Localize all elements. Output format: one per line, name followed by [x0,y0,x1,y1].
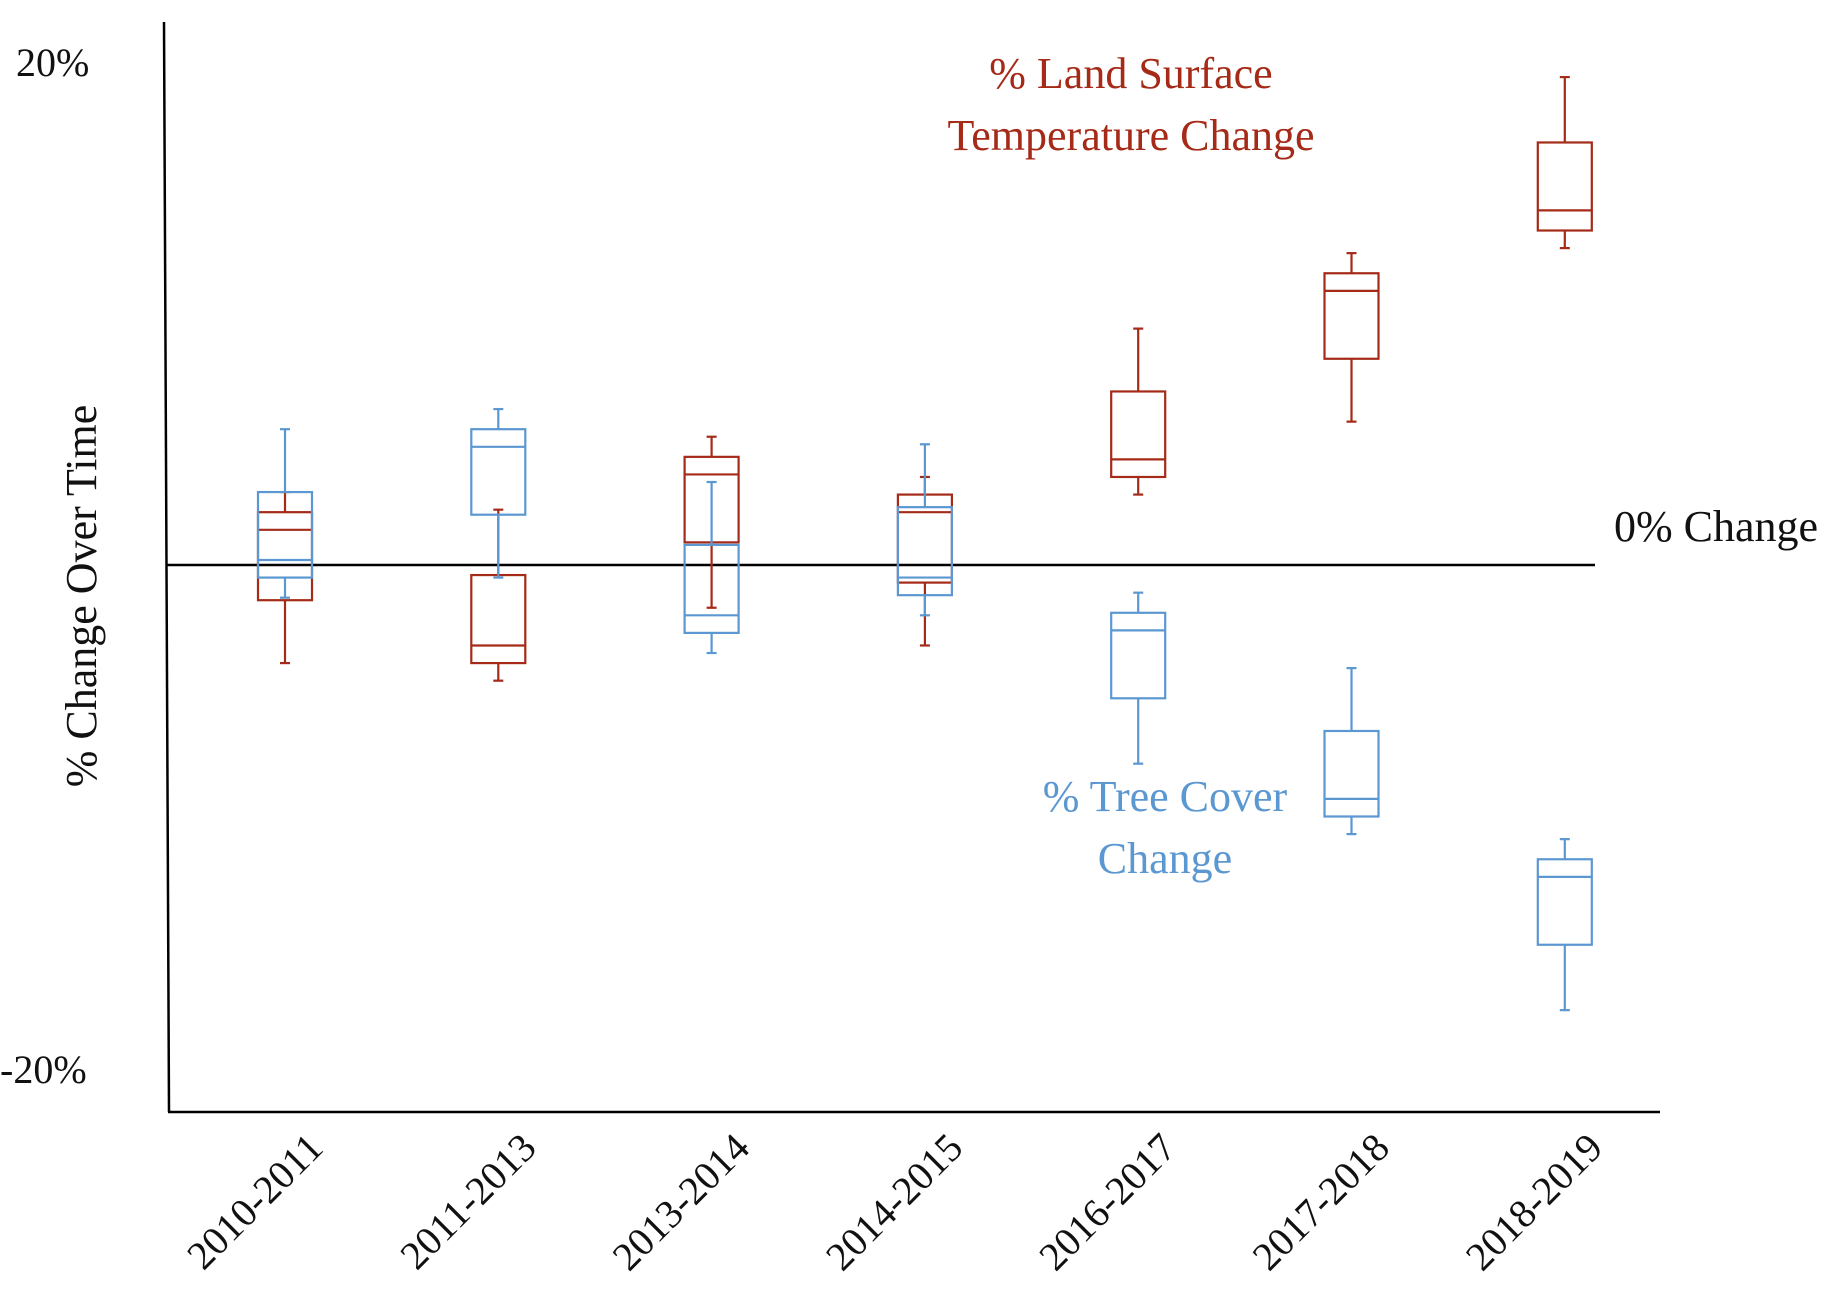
lst-iqr-box [1323,272,1380,360]
tree-cover-iqr-box [470,428,527,516]
x-tick-label: 2010-2011 [178,1125,331,1278]
lst-label-line-1: % Land Surface [989,49,1272,98]
x-tick-label: 2017-2018 [1243,1125,1397,1279]
lst-iqr-box [470,573,527,665]
box-marks [256,75,1593,1012]
y-axis-title: % Change Over Time [57,405,106,788]
y-tick-label-bottom: -20% [0,1047,87,1092]
tree-cover-iqr-box [1323,729,1380,818]
tree-cover-box-2013-2014 [683,480,740,655]
x-tick-label: 2016-2017 [1030,1125,1184,1279]
lst-box-2016-2017 [1110,327,1167,496]
tree-cover-iqr-box [1536,858,1593,946]
x-tick-label: 2014-2015 [817,1125,971,1279]
tree-cover-box-2010-2011 [256,428,314,599]
lst-iqr-box [1536,141,1593,232]
y-tick-label-top: 20% [16,40,89,85]
lst-box-2013-2014 [683,435,740,609]
tree-cover-iqr-box [896,506,954,597]
y-axis-line [162,21,171,1113]
lst-box-2018-2019 [1536,75,1593,250]
tree-cover-box-2011-2013 [470,407,527,579]
tree-cover-box-2016-2017 [1110,591,1167,765]
tree-cover-iqr-box [683,543,740,635]
tree-cover-box-2014-2015 [896,443,954,617]
lst-series-label: % Land Surface Temperature Change [947,49,1314,160]
tree-series-label: % Tree Cover Change [1043,772,1288,883]
tree-cover-box-2017-2018 [1323,667,1380,836]
x-tick-label: 2011-2013 [391,1125,544,1278]
lst-label-line-2: Temperature Change [947,111,1314,160]
zero-reference-label: 0% Change [1614,502,1818,551]
tree-cover-iqr-box [1110,611,1167,700]
x-tick-labels: 2010-2011 2011-2013 2013-2014 2014-2015 2016… [178,1125,1611,1279]
lst-box-2017-2018 [1323,252,1380,423]
tree-cover-iqr-box [256,490,314,579]
x-tick-label: 2018-2019 [1457,1125,1611,1279]
x-tick-label: 2013-2014 [604,1125,758,1279]
lst-iqr-box [1110,390,1167,479]
tree-label-line-2: Change [1098,834,1232,883]
tree-label-line-1: % Tree Cover [1043,772,1288,821]
axes [162,21,1660,1114]
tree-cover-box-2018-2019 [1536,838,1593,1012]
